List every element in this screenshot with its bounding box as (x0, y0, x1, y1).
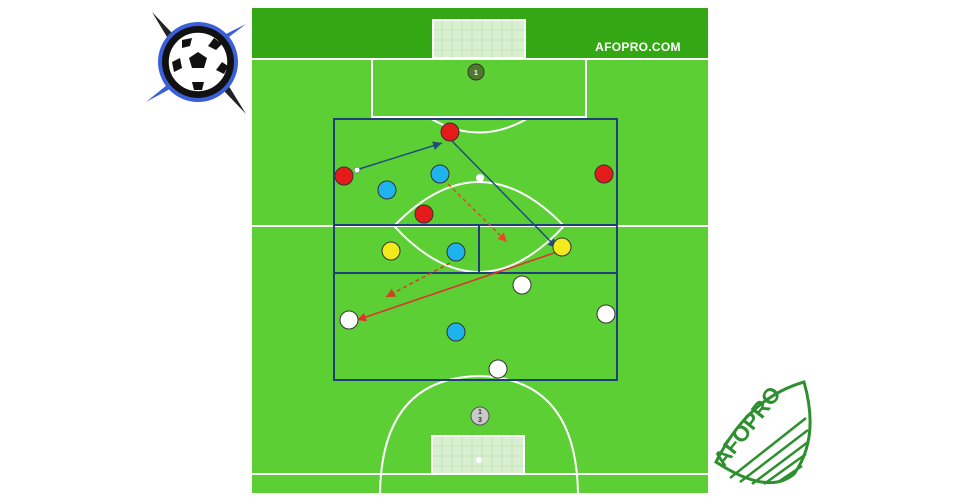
white-player (339, 310, 359, 330)
pitch-drawing: 1 1 3 AFOPRO.COM (252, 8, 708, 493)
run-arrow-red (447, 183, 508, 243)
run-arrow-blue (385, 262, 451, 298)
blue-player (446, 242, 466, 262)
bottom-goal (431, 435, 525, 475)
yellow-team (381, 237, 572, 261)
red-player (334, 166, 354, 186)
blue-player (377, 180, 397, 200)
goalkeeper-top: 1 (467, 63, 485, 81)
white-player (596, 304, 616, 324)
training-zones (333, 118, 618, 381)
top-goal (432, 19, 526, 59)
bottom-d-arc (379, 374, 579, 493)
white-player (488, 359, 508, 379)
penalty-arc-top (427, 116, 531, 134)
soccer-ball-logo-icon (146, 12, 246, 114)
yellow-player (552, 237, 572, 257)
football-pitch: 1 1 3 AFOPRO.COM (252, 8, 708, 493)
red-player (594, 164, 614, 184)
goalkeeper-bottom: 1 3 (470, 406, 490, 426)
pass-arrow-1 (355, 141, 443, 171)
goalkeeper-bottom-number-bottom: 3 (478, 417, 482, 424)
afopro-badge-icon: AFOPRO (708, 380, 812, 486)
penalty-box-top (371, 58, 587, 118)
yellow-player (381, 241, 401, 261)
watermark-text: AFOPRO.COM (595, 40, 681, 54)
blue-player (446, 322, 466, 342)
ball-small (353, 166, 361, 174)
white-player (512, 275, 532, 295)
ball (476, 174, 484, 182)
red-team (334, 122, 614, 224)
pass-arrow-2 (451, 140, 558, 249)
goalkeeper-top-number: 1 (474, 70, 478, 77)
blue-team (377, 164, 466, 342)
white-team (339, 275, 616, 379)
center-circle-top-arc (393, 181, 565, 227)
red-player (440, 122, 460, 142)
red-player (414, 204, 434, 224)
blue-player (430, 164, 450, 184)
long-pass-arrow (356, 251, 558, 322)
goalkeeper-bottom-number-top: 1 (478, 409, 482, 416)
zone-outer (333, 118, 618, 381)
